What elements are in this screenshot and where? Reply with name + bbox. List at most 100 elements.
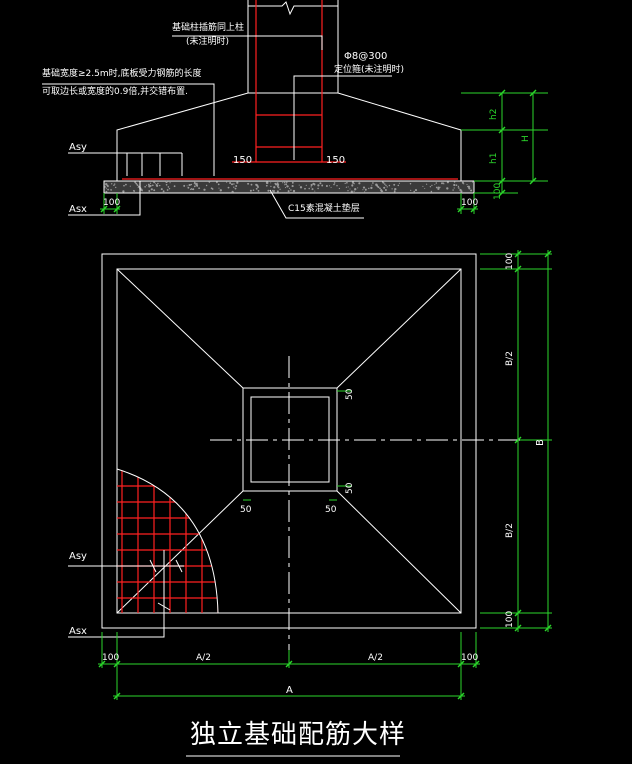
- slope-line-bl: [116, 490, 244, 614]
- bedding-hatch-dot: [328, 185, 331, 187]
- dimension-tick: [544, 624, 552, 632]
- bedding-hatch-dot: [298, 184, 300, 186]
- bedding-hatch-dot: [441, 182, 443, 185]
- bedding-hatch-dot: [391, 188, 393, 190]
- dimension-tick: [514, 624, 522, 632]
- bedding-hatch-dot: [256, 184, 259, 187]
- bedding-hatch-dot: [394, 191, 396, 193]
- bedding-hatch-dot: [148, 190, 151, 192]
- slope-line-br: [336, 490, 462, 614]
- bedding-hatch-dot: [410, 189, 412, 191]
- bedding-hatch-dot: [198, 187, 201, 189]
- bedding-label: C15素混凝土垫层: [288, 204, 360, 214]
- dim-edge-left-label: 100: [103, 198, 121, 208]
- column-outline: [247, 0, 339, 94]
- bedding-hatch-dot: [285, 183, 288, 186]
- bedding-hatch-dot: [312, 182, 315, 185]
- section-leaders: [42, 35, 392, 219]
- bedding-hatch-dot: [107, 188, 109, 191]
- plan-rebar-mesh: [116, 468, 219, 614]
- bedding-hatch-dot: [431, 184, 433, 187]
- bedding-hatch-dot: [195, 183, 199, 187]
- dimension-tick: [529, 177, 537, 185]
- plan-leaders: [68, 550, 184, 638]
- bedding-hatch-dot: [165, 180, 168, 184]
- bedding-hatch-dot: [234, 187, 237, 190]
- bedding-hatch-dot: [357, 187, 359, 189]
- bedding-hatch-dot: [235, 185, 238, 187]
- bedding-hatch-dot: [398, 182, 400, 184]
- dim-H-label: H: [521, 135, 531, 142]
- bedding-hatch-dot: [443, 183, 445, 185]
- bedding-hatch-dot: [384, 183, 386, 185]
- bedding-hatch-dot: [186, 185, 188, 187]
- bedding-hatch-dot: [249, 189, 252, 192]
- dim-col-50-top: 50: [345, 388, 355, 400]
- bedding-hatch-dot: [283, 184, 286, 186]
- bedding-hatch-dot: [384, 189, 387, 191]
- dim-h2-label: h2: [489, 108, 499, 120]
- section-dimensions: [100, 92, 548, 214]
- dimension-tick: [457, 660, 465, 668]
- bedding-hatch-dot: [311, 188, 314, 191]
- bedding-hatch-dot: [129, 185, 131, 187]
- dim-h1-label: h1: [489, 152, 499, 164]
- dim-half-b-bottom: B/2: [505, 523, 515, 538]
- bedding-hatch-dot: [250, 183, 253, 186]
- bedding-hatch-dot: [435, 186, 438, 189]
- bedding-hatch-dot: [149, 182, 152, 184]
- bedding-hatch-dot: [429, 186, 432, 188]
- plan-view: [101, 253, 520, 650]
- column-bars-note-2: (未注明时): [186, 37, 230, 47]
- dimension-tick: [457, 692, 465, 700]
- bedding-hatch-dot: [193, 185, 196, 188]
- bedding-hatch-dot: [282, 182, 284, 184]
- bedding-hatch-dot: [217, 183, 220, 186]
- bedding-hatch-dot: [231, 190, 234, 193]
- bedding-hatch-dot: [310, 183, 313, 187]
- bedding-hatch-dot: [104, 186, 106, 188]
- leader-width-note: [42, 83, 215, 176]
- width-note-1: 基础宽度≥2.5m时,底板受力钢筋的长度: [42, 69, 202, 79]
- dimension-tick: [472, 660, 480, 668]
- bedding-hatch-dot: [333, 183, 335, 186]
- bedding-hatch-dot: [133, 190, 135, 192]
- bedding-hatch-dot: [290, 189, 292, 191]
- dim-plan-right-100: 100: [461, 653, 479, 663]
- bedding-hatch-dot: [236, 181, 239, 184]
- bedding-hatch-dot: [153, 189, 156, 192]
- bedding-hatch-dot: [467, 185, 470, 188]
- dimension-tick: [498, 126, 506, 134]
- bedding-hatch-dot: [394, 187, 397, 191]
- dim-half-a-left: A/2: [196, 653, 211, 663]
- bedding-hatch-dot: [279, 188, 281, 190]
- bedding-hatch-dot: [155, 184, 158, 186]
- bedding-hatch-dot: [338, 187, 341, 190]
- plan-asy-label: Asy: [69, 551, 87, 562]
- bedding-hatch-dot: [336, 184, 338, 187]
- bedding-hatch-dot: [397, 184, 400, 187]
- dimension-tick: [470, 205, 478, 213]
- bedding-hatch-dot: [110, 189, 112, 191]
- cover-150-left: 150: [233, 155, 253, 166]
- bedding-hatch-dot: [453, 181, 456, 183]
- dimension-tick: [457, 205, 465, 213]
- bedding-hatch-dot: [314, 190, 316, 192]
- asy-label: Asy: [69, 142, 87, 153]
- bedding-hatch-dot: [115, 186, 117, 189]
- bedding-hatch-dot: [196, 182, 198, 185]
- stirrup-note: 定位箍(未注明时): [334, 65, 405, 75]
- bedding-hatch-dot: [414, 189, 418, 192]
- drawing-title: 独立基础配筋大样: [190, 720, 407, 750]
- bedding-hatch-dot: [368, 187, 370, 190]
- dimension-tick: [498, 177, 506, 185]
- bedding-hatch-dot: [353, 190, 355, 192]
- bedding-hatch-dot: [203, 188, 206, 191]
- bedding-hatch-dot: [453, 187, 455, 189]
- leader-bedding: [269, 189, 364, 219]
- bedding-hatch-dot: [265, 181, 269, 184]
- bedding-hatch-dot: [183, 184, 186, 187]
- dimension-tick: [100, 205, 108, 213]
- bedding-hatch-dot: [383, 186, 386, 189]
- slope-line-tl: [116, 268, 244, 389]
